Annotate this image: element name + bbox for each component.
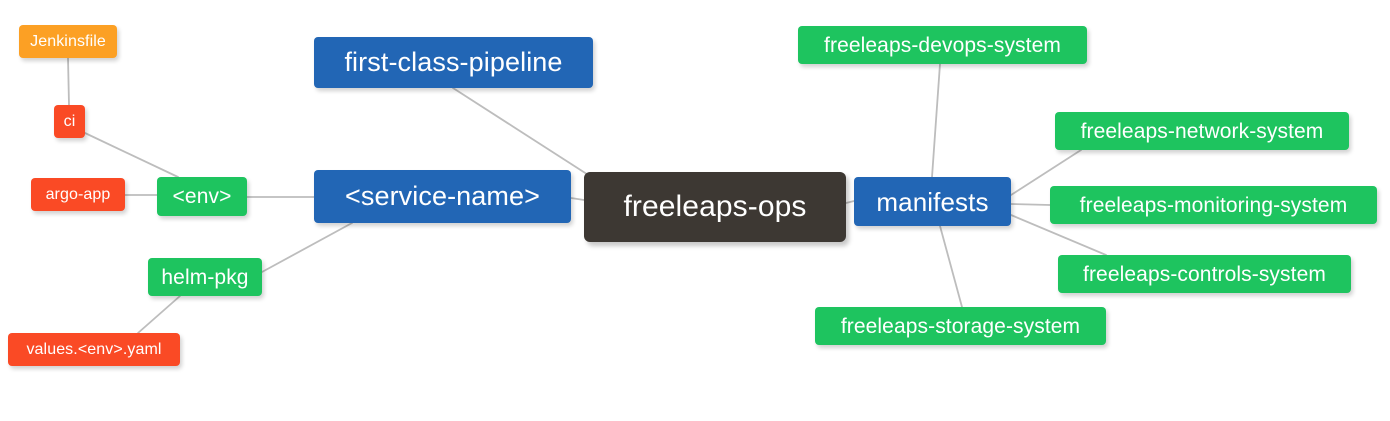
mindmap-node-jenkinsfile[interactable]: Jenkinsfile [19,25,117,58]
edge-root-to-first-class-pipeline [452,87,594,179]
edge-service-name-to-helm-pkg [261,222,353,273]
edge-manifests-to-freeleaps-storage-system [939,225,963,308]
edge-ci-to-jenkinsfile [67,57,70,106]
mindmap-node-freeleaps-network-system[interactable]: freeleaps-network-system [1055,112,1349,150]
mindmap-node-first-class-pipeline[interactable]: first-class-pipeline [314,37,593,88]
edge-env-to-ci [84,132,179,178]
mindmap-node-freeleaps-controls-system[interactable]: freeleaps-controls-system [1058,255,1351,293]
mindmap-node-freeleaps-storage-system[interactable]: freeleaps-storage-system [815,307,1106,345]
mindmap-node-freeleaps-devops-system[interactable]: freeleaps-devops-system [798,26,1087,64]
edge-manifests-to-freeleaps-monitoring-system [1010,203,1051,206]
edge-root-to-service-name [570,197,585,201]
mindmap-node-env[interactable]: <env> [157,177,247,216]
mindmap-node-ci[interactable]: ci [54,105,85,138]
mindmap-node-freeleaps-monitoring-system[interactable]: freeleaps-monitoring-system [1050,186,1377,224]
mindmap-node-values-env-yaml[interactable]: values.<env>.yaml [8,333,180,366]
mindmap-node-manifests[interactable]: manifests [854,177,1011,226]
mindmap-node-service-name[interactable]: <service-name> [314,170,571,223]
edge-manifests-to-freeleaps-devops-system [931,63,941,178]
mindmap-node-helm-pkg[interactable]: helm-pkg [148,258,262,296]
edge-helm-pkg-to-values-env-yaml [137,295,181,334]
mindmap-node-root[interactable]: freeleaps-ops [584,172,846,242]
mindmap-node-argo-app[interactable]: argo-app [31,178,125,211]
edge-root-to-manifests [845,200,855,204]
